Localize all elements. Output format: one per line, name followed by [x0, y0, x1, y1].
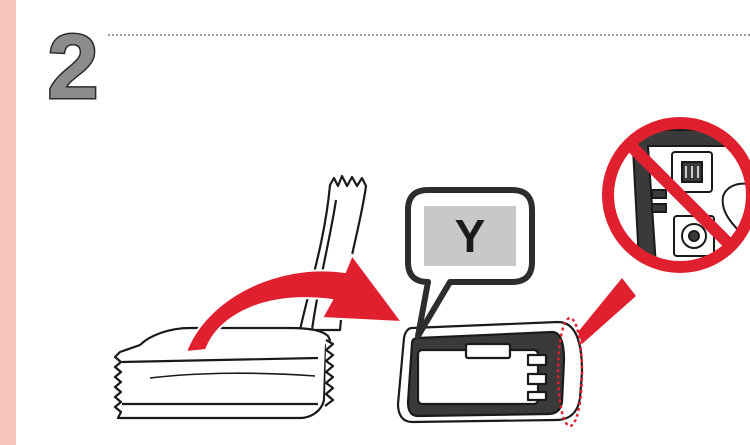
do-not-touch-icon [600, 115, 750, 280]
package-zigzag-right [325, 340, 333, 406]
zoom-connector [578, 278, 636, 344]
cartridge-label-slot [466, 344, 510, 358]
ink-cartridge-icon [398, 318, 582, 426]
color-label-callout: Y [408, 190, 532, 336]
zoom-notch-1 [652, 190, 666, 198]
zoom-notch-2 [652, 204, 666, 212]
cartridge-notch-2 [528, 374, 546, 384]
cartridge-color-label: Y [455, 210, 486, 262]
ink-outlet-hole [689, 231, 699, 241]
cartridge-notch-3 [528, 392, 546, 400]
cartridge-notch-1 [528, 355, 546, 365]
